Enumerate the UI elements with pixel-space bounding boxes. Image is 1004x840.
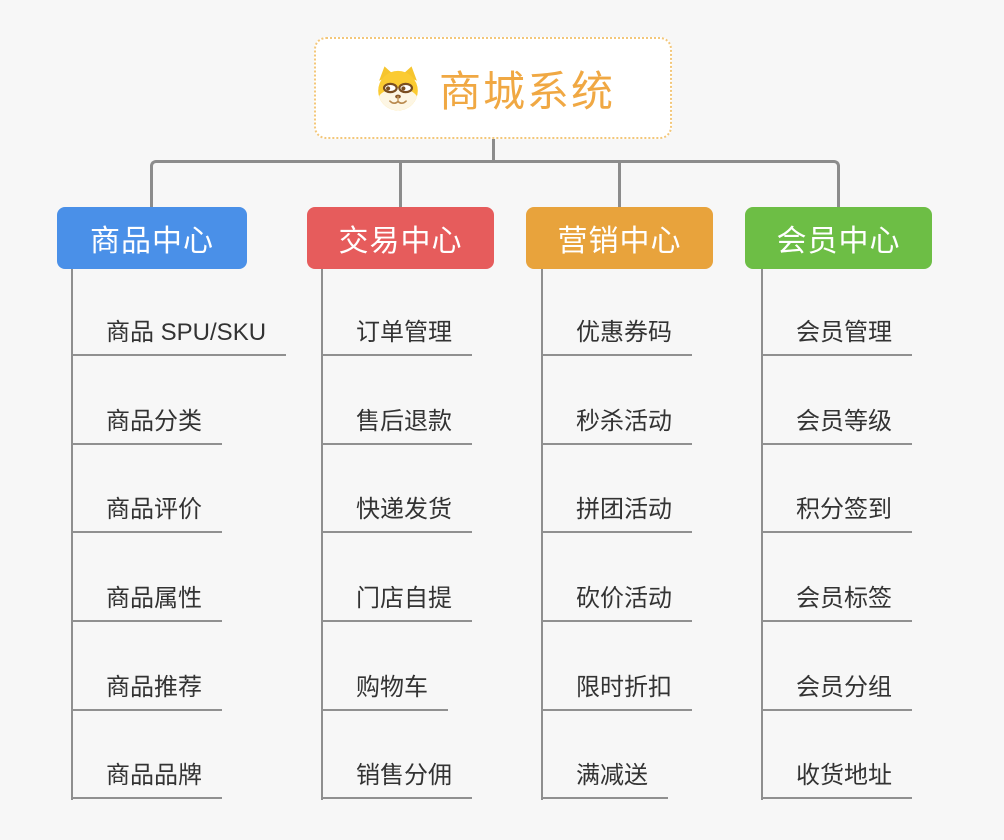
connector-drop-marketing [618,160,621,207]
leaf-node[interactable]: 砍价活动 [541,533,692,623]
leaf-node[interactable]: 会员分组 [761,622,912,711]
branch-trunk-line [761,269,763,800]
leaf-group-marketing: 优惠券码 秒杀活动 拼团活动 砍价活动 限时折扣 满减送 [541,269,692,800]
connector-corner-right [826,160,840,174]
leaf-node[interactable]: 优惠券码 [541,269,692,356]
leaf-node[interactable]: 会员等级 [761,356,912,445]
leaf-node[interactable]: 会员管理 [761,269,912,356]
branch-trunk-line [71,269,73,800]
leaf-node[interactable]: 商品 SPU/SKU [71,269,287,356]
branch-label: 交易中心 [338,225,463,258]
branch-node-trade-center[interactable]: 交易中心 [307,207,494,269]
leaf-node[interactable]: 商品推荐 [71,622,222,711]
connector-root-trunk [492,139,495,163]
leaf-node[interactable]: 快递发货 [321,445,472,534]
leaf-node[interactable]: 门店自提 [321,533,472,623]
leaf-node[interactable]: 商品属性 [71,533,222,623]
leaf-node[interactable]: 商品分类 [71,356,222,445]
leaf-group-member: 会员管理 会员等级 积分签到 会员标签 会员分组 收货地址 [761,269,912,800]
leaf-node[interactable]: 会员标签 [761,533,912,623]
leaf-node[interactable]: 商品品牌 [71,711,222,800]
leaf-node[interactable]: 收货地址 [761,711,912,800]
root-node[interactable]: 商城系统 [314,37,672,139]
leaf-node[interactable]: 售后退款 [321,356,472,445]
leaf-node[interactable]: 购物车 [321,622,448,711]
connector-drop-trade [399,160,402,207]
branch-node-product-center[interactable]: 商品中心 [57,207,247,269]
dog-face-icon [371,64,425,112]
leaf-group-product: 商品 SPU/SKU 商品分类 商品评价 商品属性 商品推荐 商品品牌 [71,269,287,800]
branch-label: 会员中心 [776,225,901,258]
leaf-node[interactable]: 商品评价 [71,445,222,534]
connector-corner-left [150,160,164,174]
connector-drop-product [150,173,153,207]
leaf-node[interactable]: 积分签到 [761,445,912,534]
root-node-label: 商城系统 [438,67,615,115]
branch-trunk-line [321,269,323,800]
branch-node-marketing-center[interactable]: 营销中心 [526,207,713,269]
leaf-node[interactable]: 订单管理 [321,269,472,356]
branch-label: 营销中心 [557,225,682,258]
connector-horizontal-bar [162,160,828,163]
leaf-group-trade: 订单管理 售后退款 快递发货 门店自提 购物车 销售分佣 [321,269,472,800]
leaf-node[interactable]: 销售分佣 [321,711,472,800]
branch-label: 商品中心 [90,225,214,258]
leaf-node[interactable]: 限时折扣 [541,622,692,711]
branch-node-member-center[interactable]: 会员中心 [745,207,932,269]
branch-trunk-line [541,269,543,800]
connector-drop-member [837,173,840,207]
leaf-node[interactable]: 秒杀活动 [541,356,692,445]
leaf-node[interactable]: 满减送 [541,711,668,800]
leaf-node[interactable]: 拼团活动 [541,445,692,534]
